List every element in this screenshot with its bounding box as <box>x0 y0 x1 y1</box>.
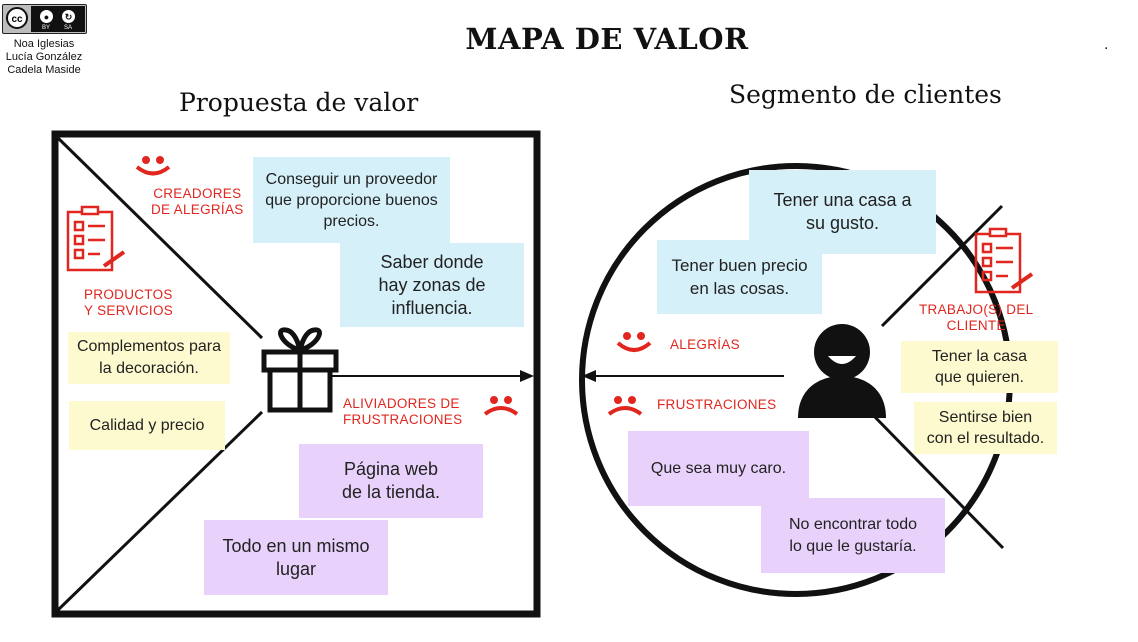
label-frustraciones: FRUSTRACIONES <box>657 397 777 412</box>
person-icon <box>798 324 886 418</box>
stray-dot: . <box>1104 36 1109 53</box>
label-creadores-alegrias: CREADORES DE ALEGRÍAS <box>151 186 244 217</box>
note-mismo-lugar: Todo en un mismo lugar <box>204 520 388 595</box>
circle-diagonal-bottom <box>870 412 1005 550</box>
note-proveedor: Conseguir un proveedor que proporcione b… <box>253 157 450 243</box>
smile-icon <box>135 156 171 176</box>
label-productos-servicios: PRODUCTOS Y SERVICIOS <box>84 287 174 318</box>
creative-commons-icon: cc ● ↻ BY SA <box>2 4 87 34</box>
note-zonas-influencia: Saber donde hay zonas de influencia. <box>340 243 524 327</box>
note-casa-quieren: Tener la casa que quieren. <box>901 341 1058 393</box>
by-icon: ● <box>39 9 54 24</box>
note-pagina-web: Página web de la tienda. <box>299 444 483 518</box>
value-proposition-heading: Propuesta de valor <box>179 88 419 117</box>
label-trabajos-cliente: TRABAJO(S) DEL CLIENTE <box>919 302 1034 333</box>
sa-label: SA <box>64 25 73 31</box>
customer-segment-heading: Segmento de clientes <box>729 80 1002 109</box>
note-complementos: Complementos para la decoración. <box>68 332 230 384</box>
authors: Noa Iglesias Lucía González Cadela Masid… <box>0 38 88 77</box>
gift-icon <box>261 327 339 413</box>
page-title: MAPA DE VALOR <box>465 22 749 56</box>
arrow-right-head <box>520 370 534 382</box>
checklist-icon <box>974 227 1034 294</box>
note-muy-caro: Que sea muy caro. <box>628 431 809 506</box>
value-proposition-square <box>51 130 541 618</box>
arrow-left-head <box>582 370 596 382</box>
label-aliviadores: ALIVIADORES DE FRUSTRACIONES <box>343 396 463 427</box>
smile-icon <box>616 332 652 352</box>
note-no-encontrar: No encontrar todo lo que le gustaría. <box>761 498 945 573</box>
frown-icon <box>483 396 519 416</box>
frown-icon <box>607 396 643 416</box>
note-buen-precio: Tener buen precio en las cosas. <box>657 240 822 314</box>
by-label: BY <box>42 25 51 31</box>
sa-icon: ↻ <box>61 9 76 24</box>
author-name: Cadela Maside <box>7 64 81 76</box>
note-sentirse-bien: Sentirse bien con el resultado. <box>914 402 1057 454</box>
cc-logo: cc <box>6 7 28 29</box>
circle-diagonal-top <box>880 204 1004 328</box>
label-alegrias: ALEGRÍAS <box>670 337 740 352</box>
square-diagonal-bottom <box>56 410 264 612</box>
checklist-icon <box>66 205 126 272</box>
square-diagonal-top <box>56 136 264 340</box>
author-name: Noa Iglesias <box>13 38 75 50</box>
note-calidad-precio: Calidad y precio <box>69 401 225 450</box>
author-name: Lucía González <box>5 51 83 63</box>
